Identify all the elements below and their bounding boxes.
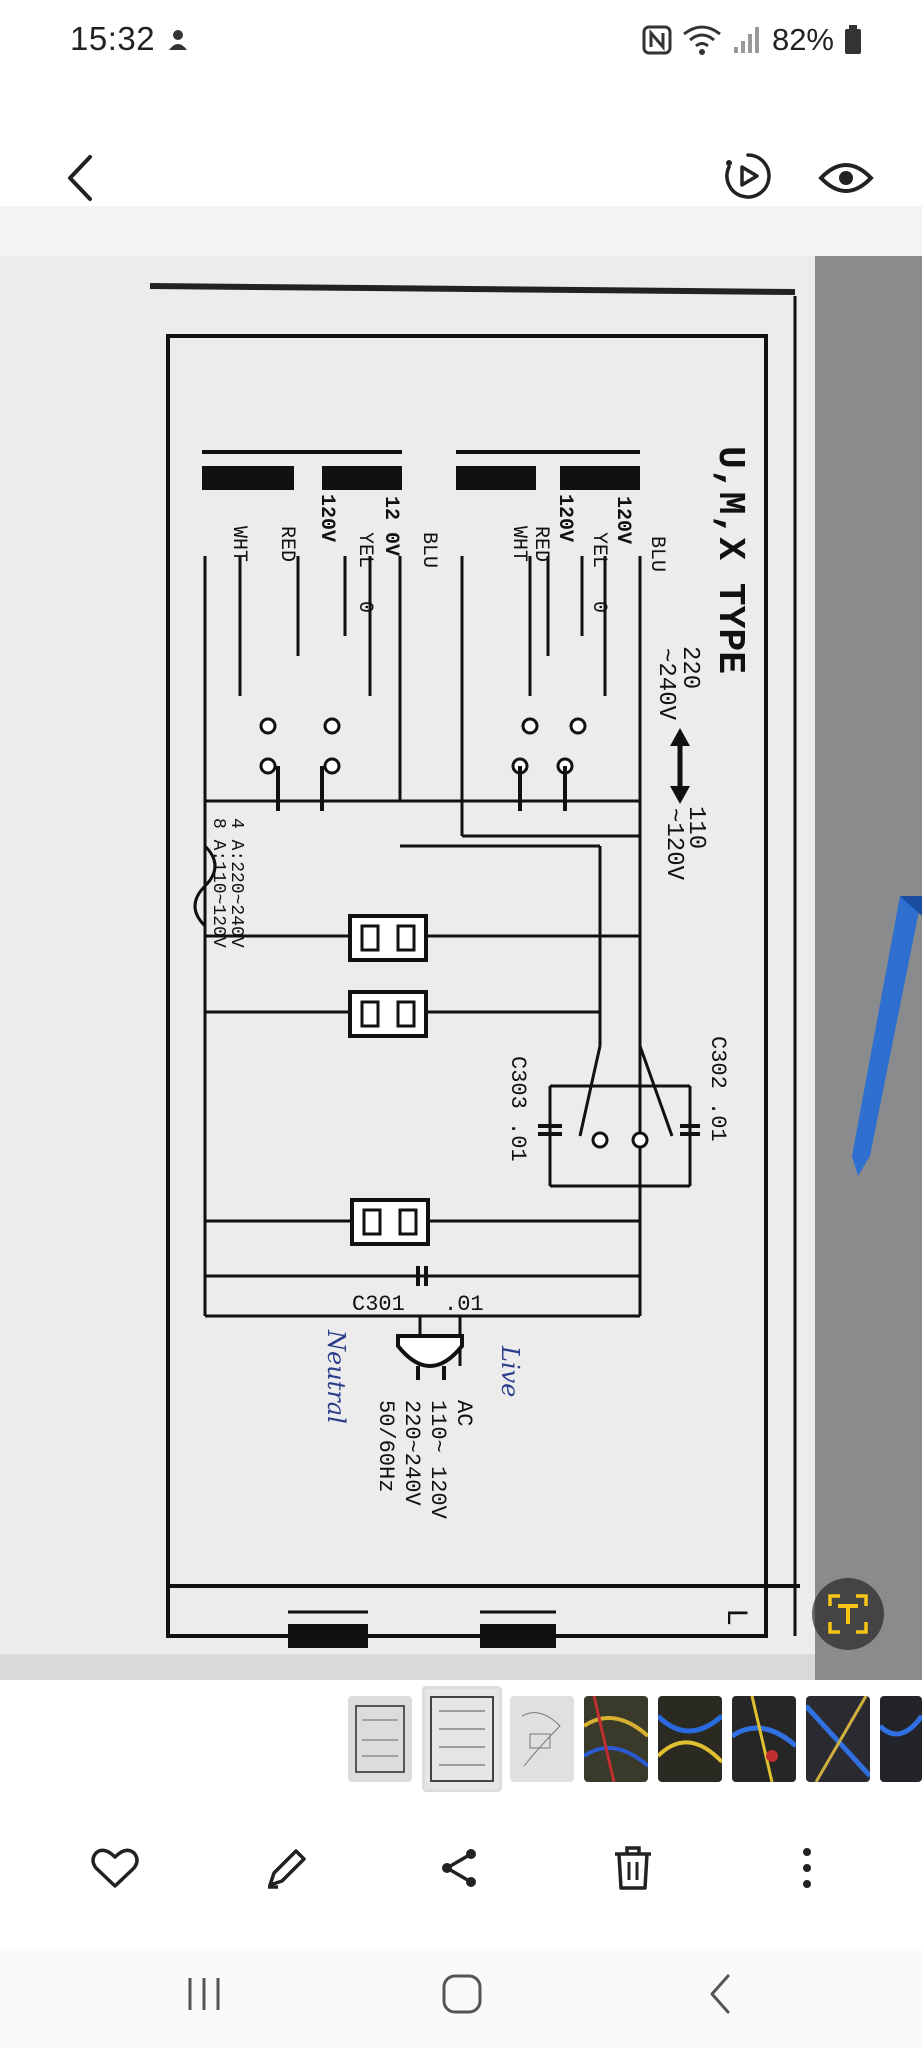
wire-label-zero-2: 0 <box>353 601 376 613</box>
favorite-button[interactable] <box>80 1836 150 1900</box>
nfc-icon <box>642 25 672 55</box>
thumbnail-selected[interactable] <box>422 1686 502 1792</box>
ac-line-2: 220~240V <box>399 1400 424 1506</box>
schematic-photo: U,M,X TYPE 220 ~240V 110 ~120V BLU 120V … <box>0 256 922 1680</box>
ac-line-1: 110~ 120V <box>425 1400 450 1520</box>
wire-label-blu-1: BLU <box>645 536 668 572</box>
motion-photo-icon <box>725 153 771 199</box>
handwritten-neutral: Neutral <box>322 1329 350 1424</box>
wire-label-wht-2: WHT <box>227 526 250 562</box>
fuse-label-2: 8 A:110~120V <box>208 818 228 948</box>
handwritten-live: Live <box>496 1345 524 1397</box>
more-icon <box>803 1848 811 1888</box>
eye-button[interactable] <box>814 150 878 206</box>
nav-back-button[interactable] <box>680 1966 760 2022</box>
photo-view[interactable]: U,M,X TYPE 220 ~240V 110 ~120V BLU 120V … <box>0 256 922 1680</box>
delete-icon <box>615 1846 651 1890</box>
cap-c301-value: .01 <box>444 1292 484 1317</box>
thumbnail[interactable] <box>510 1696 574 1782</box>
fuse-label-1: 4 A:220~240V <box>226 818 246 948</box>
home-icon <box>442 1974 482 2014</box>
diagram-title: U,M,X TYPE <box>708 446 751 674</box>
heart-icon <box>91 1848 139 1888</box>
cap-c302-label: C302 .01 <box>705 1036 730 1142</box>
signal-icon <box>733 27 759 53</box>
wire-label-zero-1: 0 <box>587 601 610 613</box>
wire-label-red-2: RED <box>275 526 298 562</box>
thumbnail[interactable] <box>732 1696 796 1782</box>
wire-label-120v-1: 120V <box>611 496 634 544</box>
wire-label-120v-4: 120V <box>315 494 338 542</box>
edit-icon <box>268 1849 306 1889</box>
edit-button[interactable] <box>252 1836 322 1900</box>
battery-percent: 82% <box>771 22 834 57</box>
more-options-button[interactable] <box>772 1836 842 1900</box>
share-icon <box>442 1849 476 1887</box>
system-nav-bar <box>0 1948 922 2048</box>
app-bar-divider <box>0 206 922 256</box>
motion-photo-button[interactable] <box>718 146 778 206</box>
wire-label-yel-2: YEL <box>353 532 376 568</box>
thumbnail[interactable] <box>584 1696 648 1782</box>
back-button[interactable] <box>52 140 108 216</box>
wire-label-120v-3: 12 0V <box>379 496 402 556</box>
share-button[interactable] <box>424 1836 494 1900</box>
cap-c301-label: C301 <box>352 1292 405 1317</box>
ac-line-3: 50/60Hz <box>373 1400 398 1492</box>
battery-icon <box>845 25 861 54</box>
thumbnail[interactable] <box>880 1696 922 1782</box>
app-bar <box>0 82 922 206</box>
recents-button[interactable] <box>164 1966 244 2022</box>
wire-label-120v-2: 120V <box>553 494 576 542</box>
text-recognition-button[interactable] <box>812 1578 884 1650</box>
cap-c303-label: C303 .01 <box>505 1056 530 1162</box>
delete-button[interactable] <box>598 1836 668 1900</box>
home-button[interactable] <box>422 1966 502 2022</box>
wifi-icon <box>683 25 721 55</box>
pen <box>852 896 922 1176</box>
outlet-blocks <box>348 914 430 1246</box>
thumbnail[interactable] <box>348 1696 412 1782</box>
thumbnail[interactable] <box>658 1696 722 1782</box>
ac-plug <box>396 1334 464 1380</box>
voltage-select-high-2: ~240V <box>652 648 679 721</box>
text-recognition-icon <box>828 1594 868 1634</box>
wire-label-wht-1: WHT <box>507 526 530 562</box>
wire-label-red-1: RED <box>529 526 552 562</box>
voltage-select-high: 220 <box>676 646 703 689</box>
thumbnail[interactable] <box>806 1696 870 1782</box>
voltage-select-low-2: ~120V <box>660 808 687 881</box>
eye-icon <box>818 163 874 193</box>
notification-icon <box>169 30 187 50</box>
status-bar: 15:32 82% <box>0 0 922 82</box>
back-icon <box>68 155 92 201</box>
recents-icon <box>188 1978 220 2010</box>
wire-label-yel-1: YEL <box>587 532 610 568</box>
ac-label: AC <box>451 1400 476 1426</box>
corner-letter: L <box>718 1608 752 1626</box>
nav-back-icon <box>710 1974 730 2014</box>
wire-label-blu-2: BLU <box>417 532 440 568</box>
status-icons: 82% <box>642 20 862 60</box>
voltage-select-low: 110 <box>682 806 709 849</box>
status-time: 15:32 <box>70 20 156 57</box>
